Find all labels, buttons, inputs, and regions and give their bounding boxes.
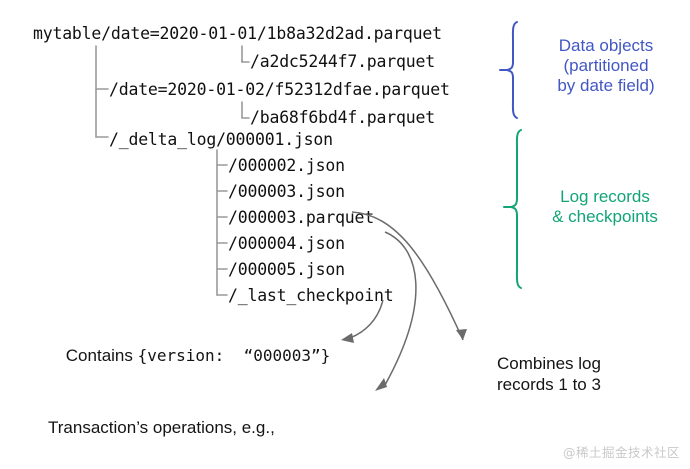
watermark: @稀土掘金技术社区	[562, 445, 680, 460]
tree-row: /ba68f6bd4f.parquet	[250, 108, 435, 127]
tree-row: mytable/date=2020-01-01/1b8a32d2ad.parqu…	[33, 24, 442, 43]
tree-row: /000003.json	[228, 182, 345, 201]
tree-row: /000003.parquet	[228, 208, 375, 227]
annotation-data-objects: Data objects (partitioned by date field)	[557, 36, 655, 95]
note-transaction: Transaction’s operations, e.g., add date…	[48, 382, 397, 469]
data-objects-brace	[499, 21, 518, 119]
tree-row: /000004.json	[228, 234, 345, 253]
tree-row: /a2dc5244f7.parquet	[250, 52, 435, 71]
note-transaction-heading: Transaction’s operations, e.g.,	[48, 418, 275, 437]
arrow-json-to-transaction	[375, 231, 417, 391]
note-contains-body: {version: “000003”}	[137, 346, 331, 365]
arrow-checkpoint-to-contains	[341, 299, 384, 343]
tree-row: /000005.json	[228, 260, 345, 279]
tree-row: /000002.json	[228, 156, 345, 175]
note-contains: Contains {version: “000003”}	[48, 328, 330, 384]
tree-row: /_delta_log/000001.json	[109, 130, 333, 149]
annotation-log-records: Log records & checkpoints	[552, 187, 658, 226]
note-contains-prefix: Contains	[65, 346, 138, 365]
note-combines: Combines log records 1 to 3	[497, 354, 601, 394]
log-records-brace	[503, 129, 522, 289]
arrow-parquet-to-combines	[351, 211, 467, 341]
tree-row: /date=2020-01-02/f52312dfae.parquet	[109, 80, 450, 99]
tree-row: /_last_checkpoint	[228, 286, 394, 305]
